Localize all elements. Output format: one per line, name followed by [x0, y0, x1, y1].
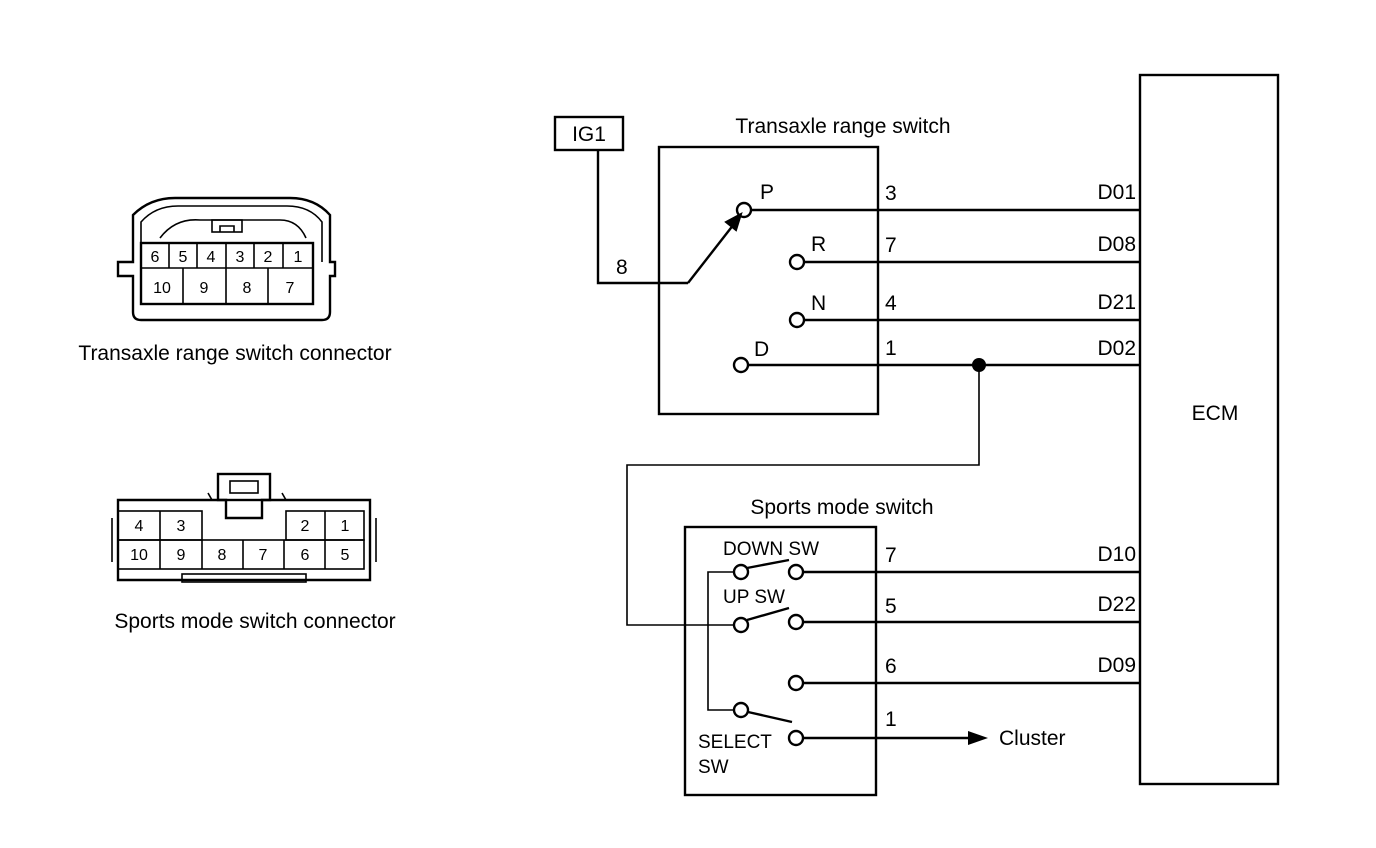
trs-pin-7: 7 — [286, 280, 295, 297]
ecm-pin-d01: D01 — [1097, 181, 1136, 204]
trs-pin-label-1: 1 — [885, 337, 897, 360]
sms-pin-4: 4 — [135, 518, 144, 535]
trs-pin-4: 4 — [207, 249, 216, 266]
cluster-arrowhead — [968, 731, 988, 745]
trs-pin-10: 10 — [153, 280, 171, 297]
sms-pin6-contact — [787, 674, 805, 692]
trs-title: Transaxle range switch — [735, 115, 950, 138]
sms-pin-3: 3 — [177, 518, 186, 535]
sms-pin-5: 5 — [341, 547, 350, 564]
trs-wiper — [687, 223, 735, 284]
sms-title: Sports mode switch — [750, 496, 933, 519]
sms-down-blade — [746, 558, 790, 570]
trs-connector-label: Transaxle range switch connector — [78, 342, 391, 365]
sms-select-contact-right — [787, 729, 805, 747]
sms-connector-label: Sports mode switch connector — [114, 610, 395, 633]
sms-down-sw-label: DOWN SW — [723, 539, 819, 560]
trs-pin-6: 6 — [151, 249, 160, 266]
trs-pin-label-4: 4 — [885, 292, 897, 315]
sms-select-sw-label-1: SELECT — [698, 732, 772, 753]
trs-pin-2: 2 — [264, 249, 273, 266]
sms-up-contact-left — [732, 616, 750, 634]
ecm-box — [1138, 73, 1280, 786]
sms-common-bus — [707, 571, 734, 711]
sms-pin-8: 8 — [218, 547, 227, 564]
ecm-pin-d10: D10 — [1097, 543, 1136, 566]
cluster-label: Cluster — [999, 727, 1066, 750]
sms-pin-7: 7 — [259, 547, 268, 564]
sms-down-contact-left — [732, 563, 750, 581]
trs-pin-8: 8 — [243, 280, 252, 297]
trs-pin-label-7: 7 — [885, 234, 897, 257]
sms-up-blade — [746, 606, 790, 622]
wire-d-branch — [626, 365, 980, 626]
trs-contact-n — [788, 311, 806, 329]
ecm-pin-d22: D22 — [1097, 593, 1136, 616]
trs-pin-1: 1 — [294, 249, 303, 266]
ecm-pin-d21: D21 — [1097, 291, 1136, 314]
trs-box — [657, 145, 880, 416]
sms-pin-label-7: 7 — [885, 544, 897, 567]
trs-pin-label-3: 3 — [885, 182, 897, 205]
sms-down-contact-right — [787, 563, 805, 581]
ig1-wire — [596, 150, 688, 285]
trs-pin-3: 3 — [236, 249, 245, 266]
sms-pin-2: 2 — [301, 518, 310, 535]
trs-pin8-label: 8 — [616, 256, 628, 279]
trs-pos-p: P — [760, 181, 774, 204]
trs-pos-d: D — [754, 338, 769, 361]
sms-pin-label-1: 1 — [885, 708, 897, 731]
trs-contact-d — [732, 356, 750, 374]
trs-pos-r: R — [811, 233, 826, 256]
sms-connector: 4 3 2 1 10 9 8 7 6 5 — [111, 472, 377, 583]
trs-wiper-arrowhead — [724, 211, 743, 232]
sms-pin-1: 1 — [341, 518, 350, 535]
sms-pin-6: 6 — [301, 547, 310, 564]
trs-connector: 6 5 4 3 2 1 10 9 8 7 — [116, 196, 337, 322]
ecm-pin-d02: D02 — [1097, 337, 1136, 360]
sms-select-contact-left — [732, 701, 750, 719]
sms-pin-10: 10 — [130, 547, 148, 564]
trs-pin-5: 5 — [179, 249, 188, 266]
sms-pin-9: 9 — [177, 547, 186, 564]
sms-pin-label-5: 5 — [885, 595, 897, 618]
ig1-label: IG1 — [572, 123, 606, 146]
ecm-label: ECM — [1192, 402, 1239, 425]
sms-up-contact-right — [787, 613, 805, 631]
sms-select-sw-label-2: SW — [698, 757, 729, 778]
trs-contact-r — [788, 253, 806, 271]
trs-pin-9: 9 — [200, 280, 209, 297]
trs-pos-n: N — [811, 292, 826, 315]
ecm-pin-d09: D09 — [1097, 654, 1136, 677]
ecm-pin-d08: D08 — [1097, 233, 1136, 256]
trs-contact-p — [735, 201, 753, 219]
sms-up-sw-label: UP SW — [723, 587, 785, 608]
sms-pin-label-6: 6 — [885, 655, 897, 678]
sms-select-blade — [747, 710, 793, 724]
ig1-box — [553, 115, 625, 152]
sms-box — [683, 525, 878, 797]
